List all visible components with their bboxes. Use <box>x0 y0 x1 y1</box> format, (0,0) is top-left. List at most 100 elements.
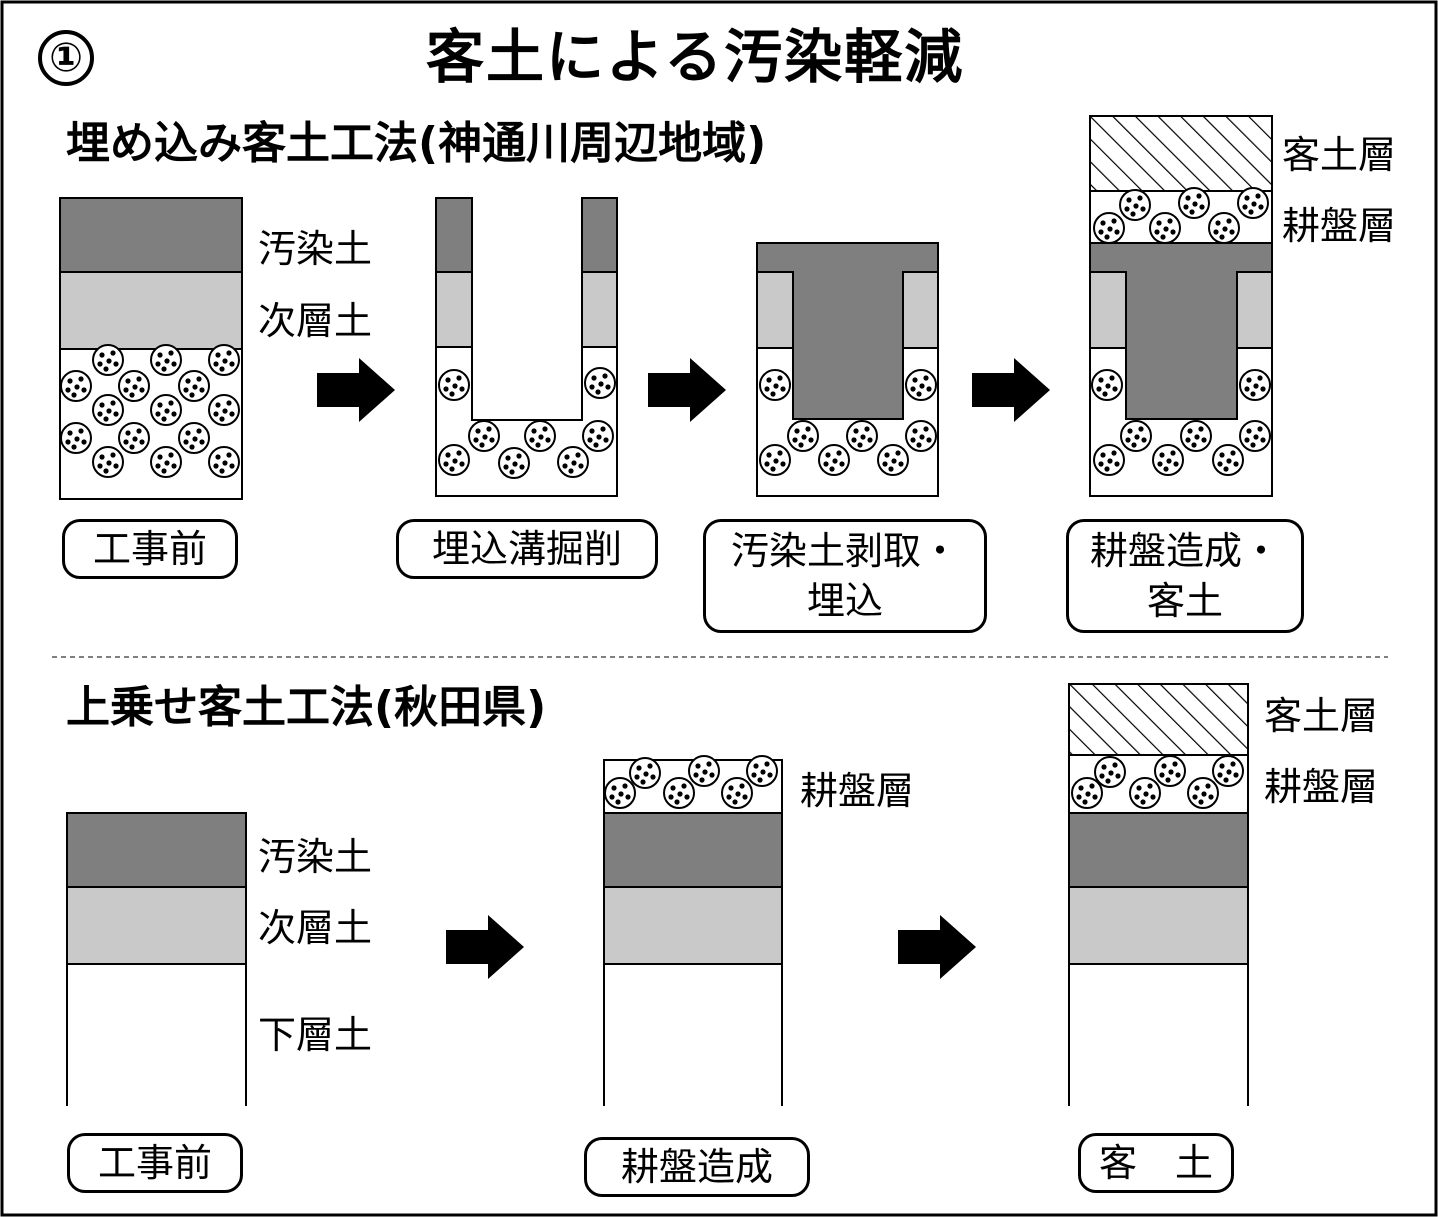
s2c3-plowpan-pebble-dot <box>1201 791 1207 797</box>
s1c2-pebble-dot <box>445 452 451 458</box>
s2c2-plowpan-pebble-dot <box>706 761 712 767</box>
s1c4-pebble-dot <box>1109 375 1115 381</box>
s1c1-pebble-dot <box>97 361 103 367</box>
s2c3-plowpan-pebble-dot <box>1208 794 1214 800</box>
s1c4-plowpan-pebble-dot <box>1163 226 1169 232</box>
s1c1-pebble-dot <box>81 387 87 393</box>
s1c4-pebble-dot <box>1098 461 1104 467</box>
s1c3-pebble-dot <box>832 458 838 464</box>
s1c1-pebble-dot <box>103 468 109 474</box>
s1c3-pebble-dot <box>926 386 932 392</box>
s2c2-plowpan-pebble-dot <box>726 794 732 800</box>
s1c1-pebble-dot <box>183 387 189 393</box>
s2c3-plowpan-pebble-dot <box>1168 769 1174 775</box>
s1c2-pebble-dot <box>459 386 465 392</box>
s1c4-plowpan-pebble-dot <box>1199 204 1205 210</box>
s1c1-pebble-dot <box>123 439 129 445</box>
s1c1-pebble-dot <box>222 358 228 364</box>
s1c2-pebble-dot <box>479 442 485 448</box>
s1c2-pebble-dot <box>589 428 595 434</box>
s1c3-pebble-dot <box>916 442 922 448</box>
s1c4-buried-contaminated <box>1089 242 1273 420</box>
s1-arrow-3 <box>972 358 1050 422</box>
s1c4-plowpan-pebble-dot <box>1130 211 1136 217</box>
s2c3-plowpan-pebble-dot <box>1105 778 1111 784</box>
s1c2-left-contaminated <box>435 197 473 273</box>
s1c4-pebble-dot <box>1257 375 1263 381</box>
s1c2-pebble-dot <box>529 437 535 443</box>
s1c2-pebble-dot <box>531 428 537 434</box>
s1c2-left-subsoil <box>435 271 473 348</box>
s1c1-pebble-dot <box>171 463 177 469</box>
s1c4-plowpan-pebble-dot <box>1244 195 1250 201</box>
s2c3-plowpan-pebble-dot <box>1108 770 1114 776</box>
s1c3-pebble-dot <box>794 428 800 434</box>
s1c4-plowpan-pebble-dot <box>1170 229 1176 235</box>
s2c2-lower-layer <box>603 963 783 1106</box>
s1c1-pebble-dot <box>196 376 202 382</box>
s1c1-pebble-dot <box>161 416 167 422</box>
s1c4-plowpan-pebble-dot <box>1192 201 1198 207</box>
s1c1-pebble-dot <box>103 366 109 372</box>
s2c2-plowpan-pebble-dot <box>681 783 687 789</box>
s1c4-pebble-dot <box>1102 391 1108 397</box>
s2c2-plowpan-pebble-dot <box>695 763 701 769</box>
s1c3-pebble-dot <box>888 466 894 472</box>
s1c3-pebble-dot <box>808 437 814 443</box>
s1c2-pebble-dot <box>600 426 606 432</box>
s1c1-pebble-dot <box>132 384 138 390</box>
s1c3-pebble-dot <box>770 466 776 472</box>
s2c3-plowpan-pebble-dot <box>1140 799 1146 805</box>
s1c4-pebble-dot <box>1098 377 1104 383</box>
s1c2-pebble-dot <box>452 383 458 389</box>
s2c2-plowpan-pebble-dot <box>636 765 642 771</box>
s1c1-pebble-dot <box>71 444 77 450</box>
s2c2-plowpan-pebble-dot <box>699 777 705 783</box>
s1c2-pebble-dot <box>595 389 601 395</box>
s1c1-pebble-dot <box>219 468 225 474</box>
s1c2-pebble-dot <box>593 442 599 448</box>
s1c4-plowpan-pebble-dot <box>1160 234 1166 240</box>
s2-step-cover: 客 土 <box>1078 1133 1234 1193</box>
s1c1-pebble-dot <box>164 358 170 364</box>
s2c3-plowpan-pebble-dot <box>1089 783 1095 789</box>
s1c1-pebble-dot <box>219 366 225 372</box>
s1c3-pebble-dot <box>773 458 779 464</box>
s1c2-pebble-dot <box>542 426 548 432</box>
s1c1-pebble-layer <box>59 348 243 500</box>
s1c1-pebble-dot <box>226 400 232 406</box>
s1c1-pebble-dot <box>161 366 167 372</box>
s1c1-pebble-dot <box>125 430 131 436</box>
s1c2-pebble-dot <box>591 375 597 381</box>
s1c2-pebble-dot <box>449 391 455 397</box>
s1c4-right-subsoil <box>1236 271 1273 349</box>
s1c4-pebble-dot <box>1191 442 1197 448</box>
s2c2-plowpan-pebble-dot <box>751 772 757 778</box>
s1c4-new-soil-layer <box>1089 115 1273 192</box>
s1c1-pebble-dot <box>189 444 195 450</box>
s1c4-pebble-dot <box>1107 458 1113 464</box>
s2c2-plowpan-pebble-dot <box>739 783 745 789</box>
s1c4-pebble-dot <box>1253 383 1259 389</box>
s2c3-plowpan-pebble-dot <box>1192 794 1198 800</box>
s1c1-pebble-dot <box>129 392 135 398</box>
s1c2-pebble-dot <box>578 463 584 469</box>
s1c1-pebble-dot <box>74 384 80 390</box>
s2c3-plowpan-pebble-dot <box>1101 764 1107 770</box>
s2c3-plowpan-pebble-dot <box>1230 761 1236 767</box>
s1c2-pebble-dot <box>486 426 492 432</box>
s1c4-pebble-dot <box>1217 461 1223 467</box>
s1c3-pebble-dot <box>919 383 925 389</box>
s1c1-pebble-dot <box>99 402 105 408</box>
s1-step-trench: 埋込溝掘削 <box>396 519 658 579</box>
s1c4-pebble-dot <box>1219 452 1225 458</box>
s2c2-plowpan-pebble-dot <box>611 785 617 791</box>
s1-arrow-1 <box>317 358 395 422</box>
s1c4-plowpan-pebble-dot <box>1111 218 1117 224</box>
s1c1-pebble-dot <box>222 460 228 466</box>
s2c2-plowpan-pebble-dot <box>709 772 715 778</box>
s1c1-pebble-dot <box>222 408 228 414</box>
s1c1-pebble-dot <box>192 384 198 390</box>
s1c1-pebble-dot <box>106 408 112 414</box>
